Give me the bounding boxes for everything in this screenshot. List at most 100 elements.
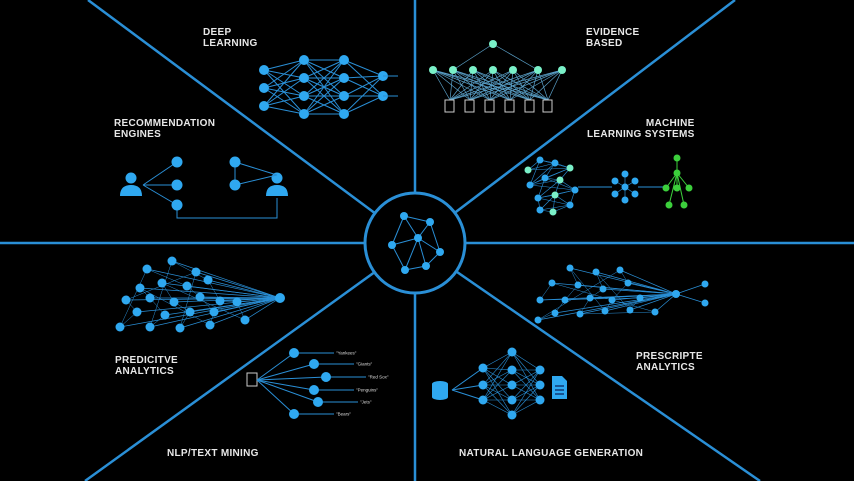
document-icon bbox=[484, 99, 495, 113]
nlg-edge bbox=[511, 384, 541, 416]
label-machine-learning-systems: MACHINE LEARNING SYSTEMS bbox=[587, 118, 695, 140]
nlg-node bbox=[535, 380, 545, 390]
eb-edge bbox=[449, 69, 563, 101]
ps-node bbox=[651, 308, 659, 316]
eb-edge bbox=[449, 69, 514, 101]
nlp-node bbox=[309, 359, 319, 369]
tree-node bbox=[662, 184, 670, 192]
eb-edge bbox=[449, 69, 454, 101]
ml-edge bbox=[544, 177, 576, 191]
rec-node bbox=[229, 179, 241, 191]
rec-edge bbox=[142, 184, 178, 206]
ps-edge bbox=[589, 293, 677, 299]
nlp-entity-label: "Giants" bbox=[356, 362, 373, 367]
ps-node bbox=[551, 309, 559, 317]
document-icon bbox=[464, 99, 475, 113]
ml-node bbox=[571, 186, 579, 194]
nlg-node bbox=[507, 380, 517, 390]
nlg-edge bbox=[511, 351, 541, 401]
pa-node bbox=[182, 281, 192, 291]
pa-node bbox=[121, 295, 131, 305]
pa-node bbox=[232, 297, 242, 307]
eb-edge bbox=[432, 69, 451, 101]
nlp-entity-label: "Yankees" bbox=[336, 351, 357, 356]
nlp-edge bbox=[256, 352, 295, 381]
dl-node bbox=[299, 73, 309, 83]
tree-node bbox=[665, 201, 673, 209]
dl-edge bbox=[263, 59, 305, 71]
nlg-node bbox=[478, 395, 488, 405]
ml-edge bbox=[529, 179, 561, 186]
hub-node bbox=[436, 248, 444, 256]
user-icon bbox=[120, 185, 142, 196]
ps-node bbox=[592, 268, 600, 276]
ps-edge bbox=[619, 269, 677, 295]
pa-edge bbox=[119, 297, 281, 328]
ml-node bbox=[524, 166, 532, 174]
ps-edge bbox=[654, 293, 677, 313]
nlg-node bbox=[478, 380, 488, 390]
nlp-entity-label: "Bears" bbox=[336, 412, 351, 417]
dl-edge bbox=[343, 75, 384, 115]
tree-edge bbox=[668, 172, 678, 206]
hub-edge bbox=[417, 237, 441, 253]
nlg-edge bbox=[482, 351, 513, 369]
tree-node bbox=[673, 184, 681, 192]
eb-node bbox=[489, 66, 497, 74]
ml-edge bbox=[537, 177, 546, 199]
ps-node bbox=[599, 285, 607, 293]
dl-edge bbox=[343, 95, 384, 115]
ps-node bbox=[608, 296, 616, 304]
ml-node bbox=[534, 194, 542, 202]
nlg-edge bbox=[451, 384, 484, 391]
eb-edge bbox=[509, 69, 514, 101]
ps-edge bbox=[577, 284, 677, 295]
ml-node bbox=[541, 174, 549, 182]
ps-edge bbox=[675, 283, 706, 295]
eb-node bbox=[489, 40, 497, 48]
ml-node bbox=[566, 164, 574, 172]
pa-node bbox=[157, 278, 167, 288]
nlp-entity-label: "Jets" bbox=[360, 400, 372, 405]
ml-node bbox=[551, 159, 559, 167]
pa-edge bbox=[146, 268, 188, 287]
eb-edge bbox=[449, 69, 474, 101]
eb-edge bbox=[489, 69, 514, 101]
rec-node bbox=[171, 156, 183, 168]
eb-node bbox=[534, 66, 542, 74]
ps-edge bbox=[675, 293, 706, 304]
document-icon bbox=[246, 372, 258, 387]
nlg-edge bbox=[511, 399, 541, 416]
nlg-edge bbox=[511, 351, 541, 371]
ml-node bbox=[549, 208, 557, 216]
hub-edge bbox=[391, 215, 405, 246]
ml-node bbox=[621, 183, 629, 191]
eb-edge bbox=[512, 69, 549, 101]
ps-node bbox=[601, 307, 609, 315]
rec-edge bbox=[234, 174, 278, 186]
nlg-node bbox=[535, 365, 545, 375]
nlg-edge bbox=[482, 369, 513, 386]
tree-node bbox=[673, 154, 681, 162]
nlg-node bbox=[535, 395, 545, 405]
nlp-entity-label: "Penguins" bbox=[356, 388, 378, 393]
eb-node bbox=[429, 66, 437, 74]
hub-edge bbox=[391, 237, 419, 246]
ps-node bbox=[566, 264, 574, 272]
pa-node bbox=[240, 315, 250, 325]
eb-edge bbox=[509, 69, 563, 101]
ml-node bbox=[566, 201, 574, 209]
nlp-node bbox=[321, 372, 331, 382]
ps-node bbox=[701, 280, 709, 288]
user-icon bbox=[266, 185, 288, 196]
pa-node bbox=[209, 307, 219, 317]
ps-node bbox=[626, 306, 634, 314]
tree-node bbox=[685, 184, 693, 192]
eb-edge bbox=[547, 69, 563, 101]
dl-edge bbox=[303, 59, 345, 97]
eb-edge bbox=[537, 69, 549, 101]
nlp-node bbox=[289, 409, 299, 419]
eb-edge bbox=[509, 69, 539, 101]
divider-line bbox=[87, 0, 416, 245]
